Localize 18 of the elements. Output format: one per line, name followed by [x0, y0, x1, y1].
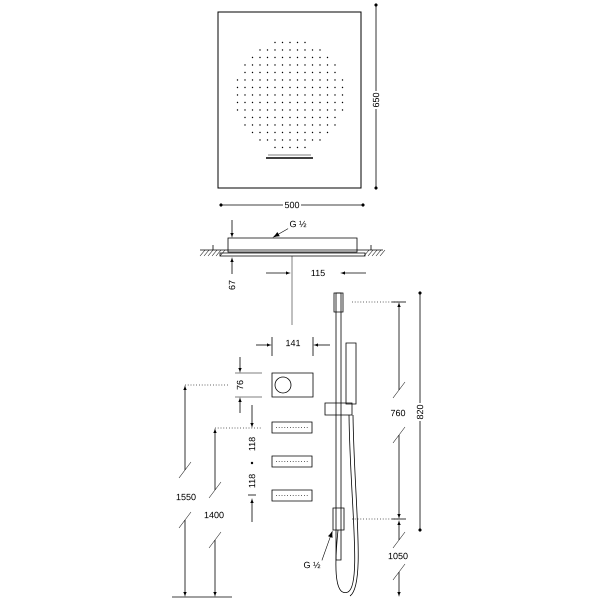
thread-label: G ½	[304, 562, 320, 568]
dimension-line: 76	[234, 356, 262, 414]
leader-line	[322, 531, 333, 561]
dimension-line: 650	[371, 3, 381, 190]
shower-body	[228, 238, 358, 252]
wall-connector	[332, 508, 344, 530]
dimension-line: 760	[352, 302, 407, 520]
dimension-line: 1050	[386, 521, 410, 596]
dimension-line: 67	[227, 220, 237, 292]
leader-line	[273, 228, 288, 238]
dimension-line: 141	[256, 336, 330, 356]
label: 118	[248, 474, 256, 488]
dimension-line: 820	[415, 291, 425, 532]
dimension-line: 118 118	[247, 404, 257, 522]
label: 118	[248, 437, 256, 450]
dimension-line: 500	[219, 200, 365, 210]
dimension-line: 115	[266, 268, 366, 278]
thread-label: G ½	[290, 220, 306, 228]
